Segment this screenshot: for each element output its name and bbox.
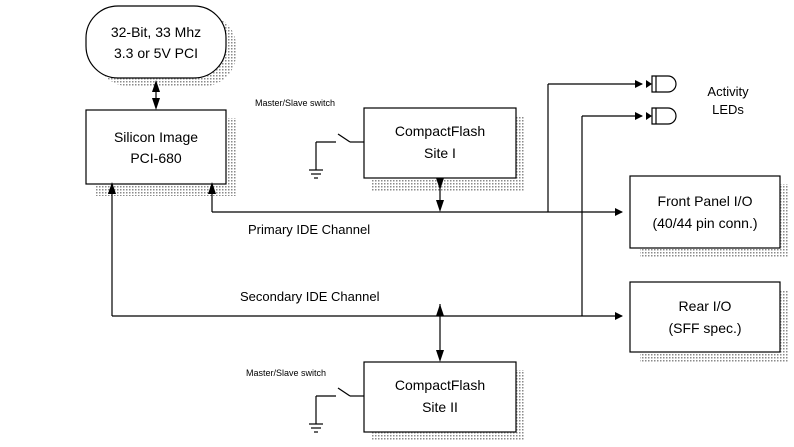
activity-leds-line1: Activity [707, 84, 749, 99]
activity-led-1-icon [646, 75, 677, 93]
controller-line2: PCI-680 [130, 150, 182, 166]
master-slave-switch-2-icon [309, 387, 364, 433]
pci-bus-spec-line2: 3.3 or 5V PCI [114, 45, 198, 61]
pci-bus-spec-node: 32-Bit, 33 Mhz 3.3 or 5V PCI [85, 5, 227, 79]
pci-bus-spec-line1: 32-Bit, 33 Mhz [111, 24, 201, 40]
rear-io-node: Rear I/O (SFF spec.) [629, 281, 781, 353]
pci-link-arrow-down [152, 98, 160, 110]
cf-site-1-node: CompactFlash Site I [363, 107, 517, 179]
cf-site-1-line2: Site I [424, 145, 456, 161]
controller-line1: Silicon Image [114, 129, 198, 145]
master-slave-switch-1-icon [309, 133, 364, 179]
secondary-ide-channel-label: Secondary IDE Channel [240, 289, 380, 304]
front-panel-line1: Front Panel I/O [658, 193, 753, 209]
cf-site-1-switch-label: Master/Slave switch [255, 98, 335, 108]
controller-node: Silicon Image PCI-680 [85, 109, 227, 185]
cf-site-2-line2: Site II [422, 399, 458, 415]
activity-leds-line2: LEDs [712, 102, 744, 117]
cf-site-2-line1: CompactFlash [395, 377, 485, 393]
secondary-ide-channel-wires [108, 112, 643, 362]
activity-led-2-icon [646, 107, 677, 125]
front-panel-node: Front Panel I/O (40/44 pin conn.) [629, 175, 781, 249]
cf-site-1-line1: CompactFlash [395, 123, 485, 139]
rear-io-line1: Rear I/O [679, 298, 732, 314]
front-panel-line2: (40/44 pin conn.) [652, 215, 757, 231]
cf-site-2-switch-label: Master/Slave switch [246, 368, 326, 378]
primary-ide-channel-wires [208, 80, 643, 216]
rear-io-line2: (SFF spec.) [668, 320, 741, 336]
primary-ide-channel-label: Primary IDE Channel [248, 222, 370, 237]
cf-site-2-node: CompactFlash Site II [363, 361, 517, 433]
pci-link-arrow-up [152, 80, 160, 92]
